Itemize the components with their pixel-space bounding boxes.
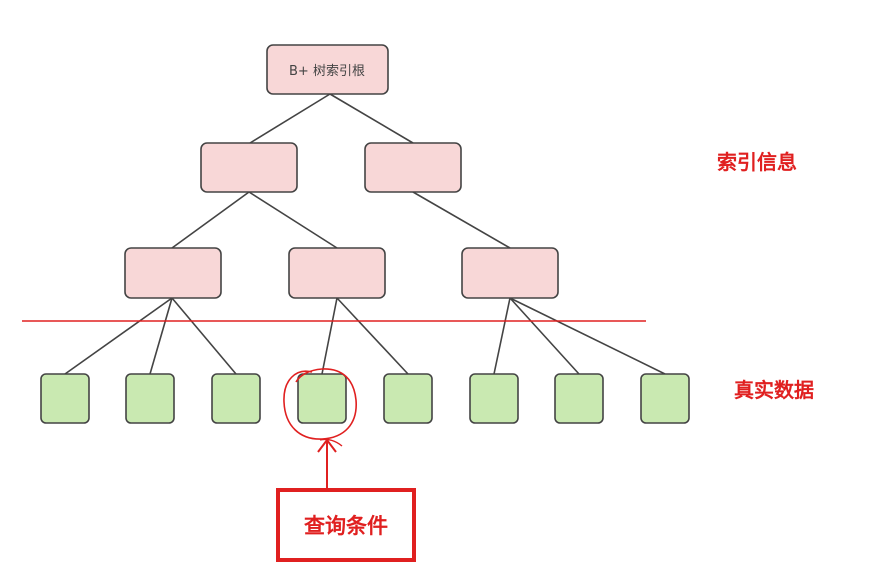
root-node-label: B+ 树索引根 <box>289 64 365 79</box>
data-node <box>40 373 90 424</box>
data-node <box>554 373 604 424</box>
data-node <box>211 373 261 424</box>
data-node <box>469 373 519 424</box>
index-node <box>124 247 222 299</box>
query-arrow-head <box>317 438 337 453</box>
index-node <box>288 247 386 299</box>
tree-edges <box>64 93 666 375</box>
data-node <box>125 373 175 424</box>
real-data-label: 真实数据 <box>734 378 814 402</box>
highlight-circle-tail <box>319 438 343 447</box>
query-condition-label: 查询条件 <box>304 514 388 538</box>
index-node <box>461 247 559 299</box>
data-node-target <box>297 373 347 424</box>
index-info-label: 索引信息 <box>717 150 797 174</box>
query-condition-box: 查询条件 <box>276 488 416 562</box>
root-node <box>266 44 389 95</box>
data-node <box>640 373 690 424</box>
data-node <box>383 373 433 424</box>
index-node <box>200 142 298 193</box>
index-node <box>364 142 462 193</box>
highlight-circle <box>283 368 357 440</box>
